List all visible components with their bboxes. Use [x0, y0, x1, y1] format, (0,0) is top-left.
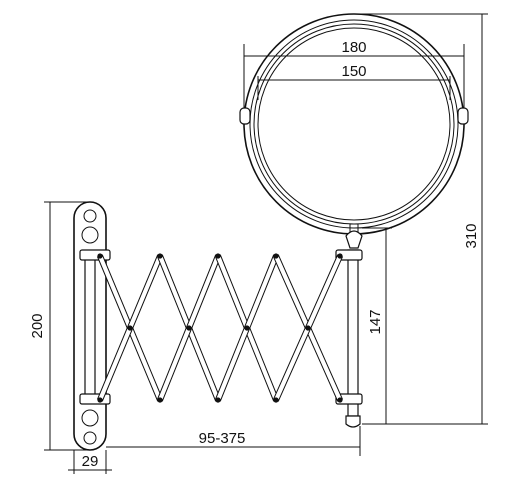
scissor-pivot-bottom-1: [157, 397, 163, 403]
dimension-plate-width: 29: [68, 450, 112, 474]
dimension-label-95-375: 95-375: [199, 430, 246, 447]
mirror-pivot-right: [457, 107, 469, 125]
wall-plate: [73, 201, 111, 451]
scissor-pivot-center-1: [186, 325, 192, 331]
scissor-pivot-center-3: [305, 325, 311, 331]
mirror-stem-knob: [345, 230, 363, 249]
dimension-inner-diameter: 150: [257, 63, 451, 100]
scissor-pivot-top-4: [337, 253, 343, 259]
wall-bracket-bottom: [79, 393, 111, 405]
scissor-pivot-center-0: [127, 325, 133, 331]
dimension-label-29: 29: [82, 453, 99, 470]
dimension-label-180: 180: [341, 39, 366, 56]
wall-plate-hole-bottom: [83, 431, 97, 445]
scissor-pivot-top-3: [273, 253, 279, 259]
scissor-pivot-top-1: [157, 253, 163, 259]
mirror-head: [239, 13, 469, 249]
wall-plate-screw-top: [81, 226, 99, 244]
wall-plate-hole-top: [83, 209, 97, 223]
scissor-pivot-bottom-4: [337, 397, 343, 403]
scissor-pivot-bottom-0: [97, 397, 103, 403]
mirror-bracket-bottom: [335, 393, 363, 405]
dimension-label-150: 150: [341, 63, 366, 80]
mirror-glass: [257, 27, 451, 221]
wall-bracket-top: [79, 249, 111, 261]
dimension-arm-height: 147: [362, 227, 392, 424]
dimension-label-200: 200: [29, 313, 46, 338]
wall-plate-screw-bottom: [81, 409, 99, 427]
mirror-rod-body: [347, 249, 359, 417]
scissor-pivot-top-2: [215, 253, 221, 259]
dimension-extension: 95-375: [105, 426, 361, 456]
dimension-label-147: 147: [367, 309, 384, 334]
mirror-rod: [335, 249, 363, 428]
mirror-rod-end-cap: [345, 415, 361, 428]
scissor-pivot-center-2: [244, 325, 250, 331]
dimension-total-height: 310: [354, 13, 488, 425]
wall-rod: [84, 257, 96, 401]
dimension-outer-diameter: 180: [243, 39, 465, 108]
scissor-pivot-bottom-2: [215, 397, 221, 403]
mirror-pivot-left: [239, 107, 251, 125]
dimension-label-310: 310: [463, 223, 480, 248]
scissor-arm: [96, 253, 344, 403]
scissor-pivot-top-0: [97, 253, 103, 259]
dimension-plate-height: 200: [29, 201, 90, 451]
scissor-pivot-bottom-3: [273, 397, 279, 403]
mirror-ring-2: [249, 19, 459, 229]
